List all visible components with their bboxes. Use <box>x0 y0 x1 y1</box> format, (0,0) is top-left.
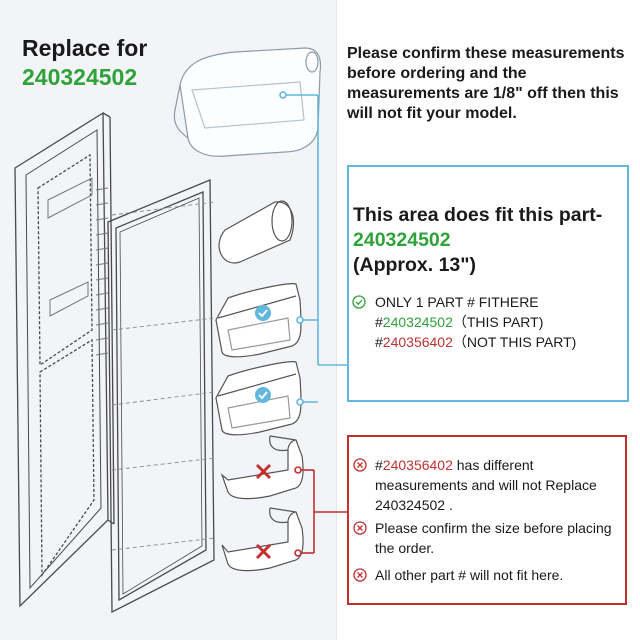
fit-heading: This area does fit this part- 240324502 (… <box>353 203 638 278</box>
title-prefix: Replace for <box>22 35 148 61</box>
fit-heading-suffix: (Approx. 13") <box>353 254 477 276</box>
nonfit-part-note: （NOT THIS PART) <box>452 334 577 350</box>
nofit-item-1-part: 240356402 <box>382 457 453 473</box>
inner-small-bins <box>47 177 93 317</box>
blue-connectors <box>279 91 347 406</box>
nonfit-part-number: 240356402 <box>382 334 453 350</box>
door-shelf-rails <box>95 187 109 356</box>
fit-list: ONLY 1 PART # FITHERE #240324502（THIS PA… <box>352 292 576 352</box>
check-icon <box>255 305 271 321</box>
nonfit-bin-1 <box>220 435 304 500</box>
hash-label: # <box>375 314 383 330</box>
check-icon <box>255 387 271 403</box>
nofit-item-1: #240356402 has different measurements an… <box>353 455 628 515</box>
title-part-number: 240324502 <box>22 64 138 90</box>
fit-heading-prefix: This area does fit this part- <box>353 204 603 226</box>
fit-line-1-text: ONLY 1 PART # FITHERE <box>375 294 539 310</box>
fridge-door <box>14 111 115 608</box>
fit-part-note: （THIS PART) <box>452 314 544 330</box>
fitting-bin-1 <box>215 283 302 358</box>
fit-line-3: #240356402（NOT THIS PART) <box>353 332 576 352</box>
measurement-notice: Please confirm these measurements before… <box>347 45 625 122</box>
nofit-item-3: All other part # will not fit here. <box>353 565 628 585</box>
nofit-item-1-text: has different measurements and will not … <box>375 457 597 513</box>
divider-line <box>336 0 337 640</box>
fit-part-number: 240324502 <box>382 314 453 330</box>
nofit-item-2: Please confirm the size before placing t… <box>353 518 628 558</box>
fit-line-2: #240324502（THIS PART) <box>353 312 576 332</box>
hash-label: # <box>375 457 383 473</box>
product-bin <box>173 47 322 157</box>
nofit-box <box>347 435 627 605</box>
red-connectors <box>294 466 347 557</box>
x-mark-icon <box>255 463 272 480</box>
door-gasket <box>107 179 215 614</box>
x-circle-icon <box>353 521 367 535</box>
x-circle-icon <box>353 568 367 582</box>
page-title: Replace for 240324502 <box>22 34 147 92</box>
nofit-item-3-text: All other part # will not fit here. <box>375 567 564 583</box>
hash-label: # <box>375 334 383 350</box>
guide-lines <box>111 201 216 551</box>
check-circle-icon <box>352 295 366 309</box>
fit-heading-part: 240324502 <box>353 229 451 251</box>
dairy-bin <box>218 200 295 264</box>
fit-line-1: ONLY 1 PART # FITHERE <box>352 292 576 312</box>
nofit-item-2-text: Please confirm the size before placing t… <box>375 520 612 556</box>
x-mark-icon <box>255 543 272 560</box>
x-circle-icon <box>353 458 367 472</box>
fit-box <box>347 165 629 402</box>
nonfit-bin-2 <box>221 507 304 572</box>
